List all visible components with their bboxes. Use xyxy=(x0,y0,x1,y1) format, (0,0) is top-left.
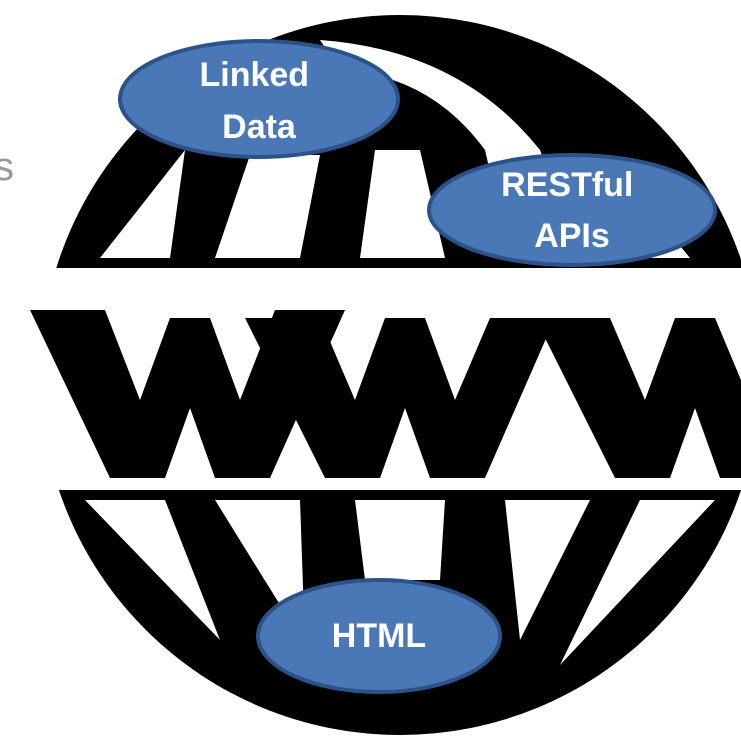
globe-lower-right-cell xyxy=(505,500,590,640)
bubble-linked-data-line-1: Linked xyxy=(199,56,309,94)
globe-upper-center-cell xyxy=(360,150,445,258)
bubble-restful-apis: RESTful APIs xyxy=(427,153,717,267)
www-letters xyxy=(30,310,741,478)
globe-upper-center-left-cell xyxy=(215,155,320,258)
bubble-restful-apis-shape xyxy=(427,153,717,267)
svg-text:Linked Data: Linked Data xyxy=(199,56,318,146)
bubble-restful-apis-line-1: RESTful xyxy=(501,166,633,204)
bubble-html: HTML xyxy=(256,578,502,694)
globe-lower-left-cell xyxy=(85,500,220,640)
bubble-restful-apis-line-2: APIs xyxy=(534,217,610,255)
globe-upper-left-cell xyxy=(100,150,185,258)
globe-lower-far-right-cell xyxy=(560,500,715,665)
svg-text:HTML: HTML xyxy=(332,617,426,655)
bubble-linked-data: Linked Data xyxy=(118,39,400,159)
edge-mark: s xyxy=(0,145,14,189)
letter-w-3 xyxy=(535,318,741,478)
bubble-html-shape xyxy=(256,578,502,694)
globe-lower-center-cell xyxy=(355,500,445,580)
letter-w-2 xyxy=(245,318,555,478)
bubble-linked-data-line-2: Data xyxy=(222,108,297,146)
bubble-linked-data-shape xyxy=(118,39,400,159)
bubble-html-line-1: HTML xyxy=(332,617,426,655)
svg-text:RESTful APIs: RESTful APIs xyxy=(501,166,643,255)
